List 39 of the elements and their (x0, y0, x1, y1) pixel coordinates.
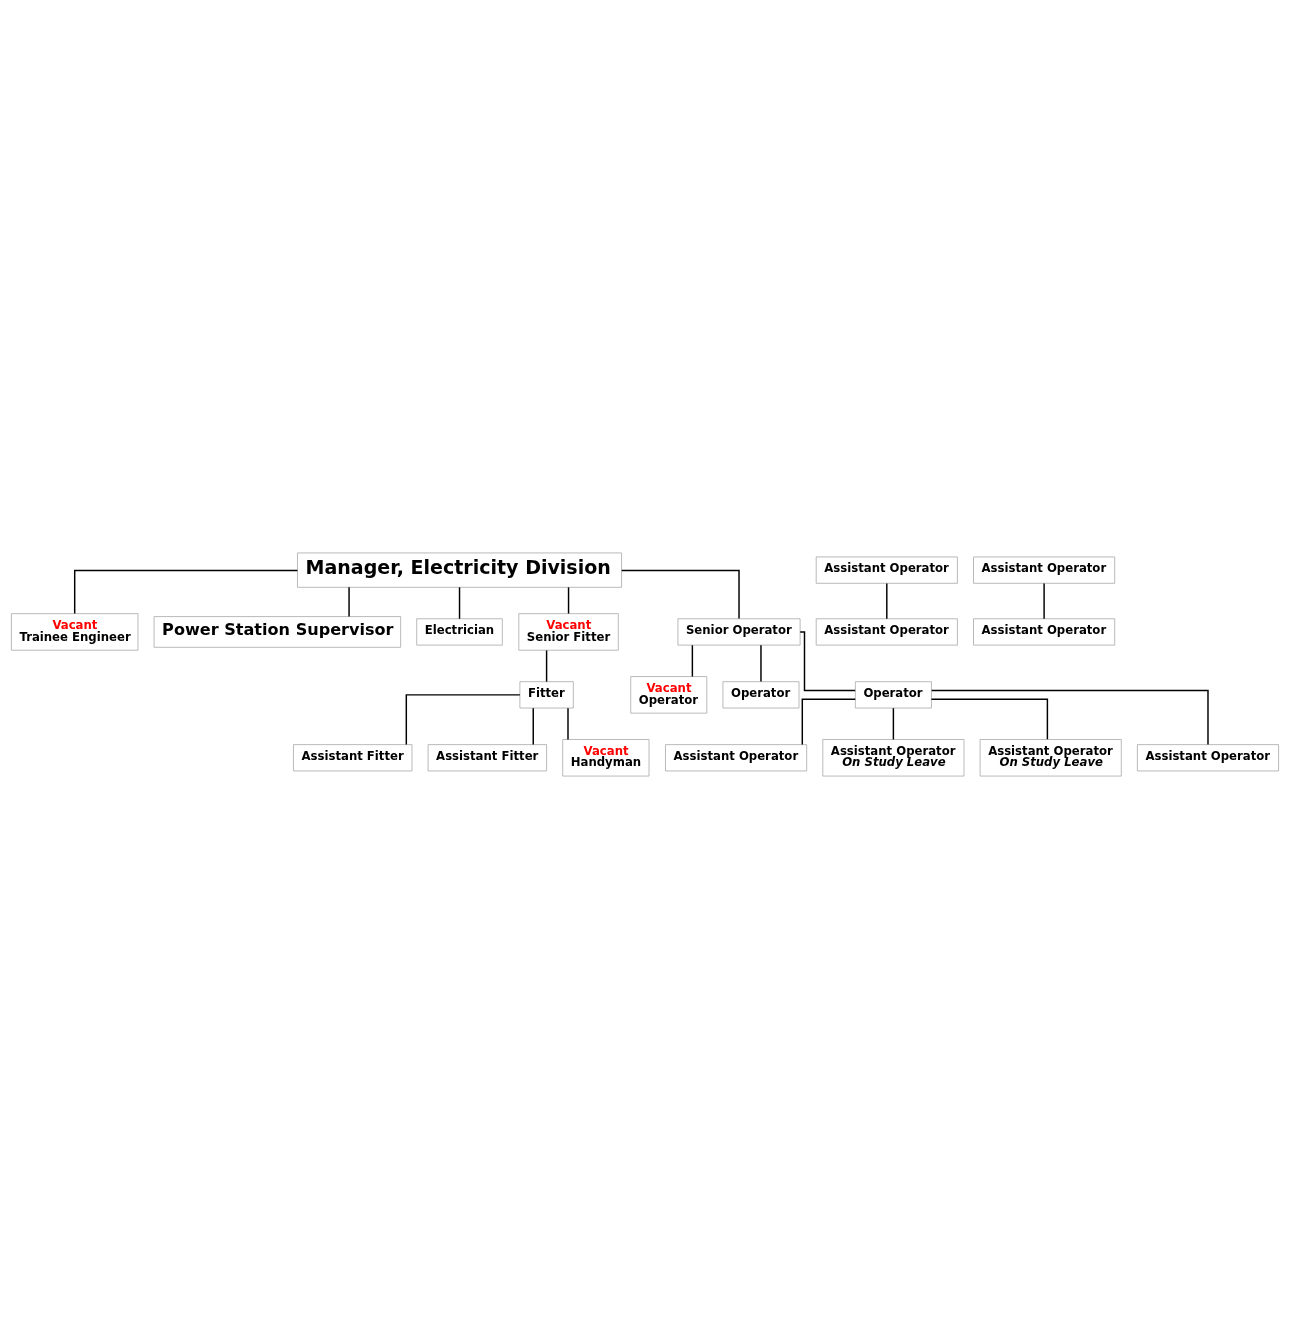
connector (73, 569, 299, 615)
connector (801, 698, 856, 746)
node-box: Assistant Fitter (427, 744, 547, 772)
node-box: Assistant Operator (815, 556, 958, 584)
connector (620, 569, 740, 620)
node-box: Operator (722, 681, 800, 709)
connector (930, 698, 1049, 740)
connector (458, 586, 461, 620)
node-box: Operator (854, 681, 932, 709)
node-box: Assistant Operator (665, 744, 808, 772)
connector (1043, 582, 1045, 620)
node-box: Senior Operator (677, 618, 801, 646)
connector (886, 582, 888, 620)
node-box: Assistant Operator On Study Leave (979, 739, 1122, 777)
node-box: Vacant Trainee Engineer (11, 613, 139, 651)
connector (405, 694, 521, 746)
connector (892, 707, 895, 741)
node-box: Assistant Operator On Study Leave (822, 739, 965, 777)
node-box: Electrician (416, 618, 503, 646)
connector (567, 586, 570, 615)
connector (348, 586, 350, 618)
node-box: Vacant Handyman (562, 739, 650, 777)
connector (532, 707, 534, 746)
node-box: Assistant Operator (815, 618, 958, 646)
node-box: Assistant Operator (1137, 744, 1279, 772)
connector (760, 644, 762, 683)
node-box: Power Station Supervisor (153, 616, 401, 648)
node-box: Vacant Senior Fitter (518, 613, 619, 651)
connector (799, 631, 856, 692)
node-box: Fitter (519, 681, 574, 709)
node-box: Assistant Fitter (293, 744, 413, 772)
node-box: Assistant Operator (973, 618, 1116, 646)
connector (691, 644, 694, 678)
connector (567, 707, 569, 741)
connector (930, 689, 1209, 746)
connector (545, 649, 548, 683)
node-box: Vacant Operator (630, 676, 708, 714)
node-box: Manager, Electricity Division (297, 552, 622, 588)
node-box: Assistant Operator (973, 556, 1116, 584)
